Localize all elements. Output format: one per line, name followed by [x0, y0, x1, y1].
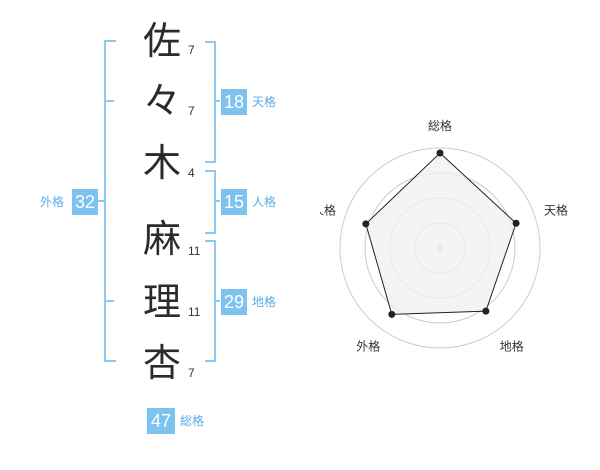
radar-axis-label-2: 天格 [544, 202, 568, 217]
radar-point-2 [512, 219, 520, 227]
soukaku-badge: 47 [147, 408, 175, 434]
stroke-count-4: 11 [188, 244, 201, 258]
tenkaku-bracket-connector [214, 100, 220, 102]
jinkaku-label: 人格 [252, 195, 277, 209]
stroke-count-3: 4 [188, 166, 195, 180]
gaikaku-tick-1 [106, 100, 114, 102]
name-char-6: 杏 [142, 341, 181, 385]
stroke-count-2: 7 [188, 104, 195, 118]
radar-point-5 [362, 220, 370, 228]
soukaku-label: 総格 [180, 414, 205, 428]
chikaku-badge: 29 [221, 289, 247, 315]
radar-axis-label-3: 地格 [500, 339, 524, 354]
radar-axis-label-5: 人格 [320, 202, 336, 217]
name-char-2: 々 [142, 79, 181, 123]
radar-point-4 [388, 310, 396, 318]
chikaku-label: 地格 [252, 295, 277, 309]
tenkaku-bracket [205, 41, 216, 163]
radar-polygon [365, 152, 517, 315]
radar-axis-label-4: 外格 [356, 339, 380, 354]
gaikaku-bracket [104, 40, 116, 362]
name-char-1: 佐 [142, 19, 181, 63]
stroke-count-5: 11 [188, 305, 201, 319]
tenkaku-label: 天格 [252, 95, 277, 109]
tenkaku-badge: 18 [221, 89, 247, 115]
stroke-count-1: 7 [188, 43, 195, 57]
radar-ring [339, 147, 541, 349]
gaikaku-bracket-connector [98, 200, 104, 202]
name-char-3: 木 [142, 141, 181, 185]
radar-point-3 [482, 307, 490, 315]
radar-axis-label-1: 総格 [428, 118, 452, 133]
jinkaku-bracket-connector [214, 200, 220, 202]
gaikaku-tick-2 [106, 300, 114, 302]
gaikaku-badge: 32 [72, 189, 98, 215]
radar-point-1 [436, 149, 444, 157]
jinkaku-bracket [205, 170, 216, 234]
name-char-5: 理 [142, 280, 181, 324]
jinkaku-badge: 15 [221, 189, 247, 215]
chikaku-bracket-connector [214, 300, 220, 302]
gaikaku-label: 外格 [40, 195, 65, 209]
name-char-4: 麻 [142, 217, 181, 261]
stroke-count-6: 7 [188, 366, 195, 380]
